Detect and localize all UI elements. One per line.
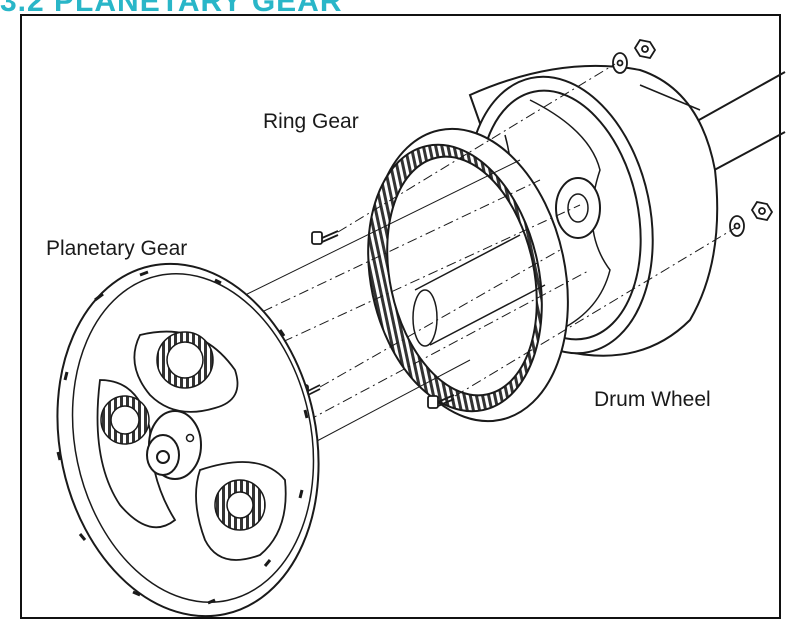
- assembly-guide-lines: [244, 63, 736, 431]
- drum-hardware: [612, 38, 774, 237]
- axle-shaft: [689, 71, 786, 176]
- ring-gear-label: Ring Gear: [263, 110, 359, 133]
- ring-gear: [367, 127, 569, 423]
- planetary-gear: [56, 262, 320, 618]
- planetary-gear-label: Planetary Gear: [46, 237, 188, 260]
- drum-wheel-label: Drum Wheel: [594, 388, 711, 411]
- assembly-guide-lines-solid: [234, 159, 521, 451]
- section-heading: 3.2 PLANETARY GEAR: [0, 0, 420, 14]
